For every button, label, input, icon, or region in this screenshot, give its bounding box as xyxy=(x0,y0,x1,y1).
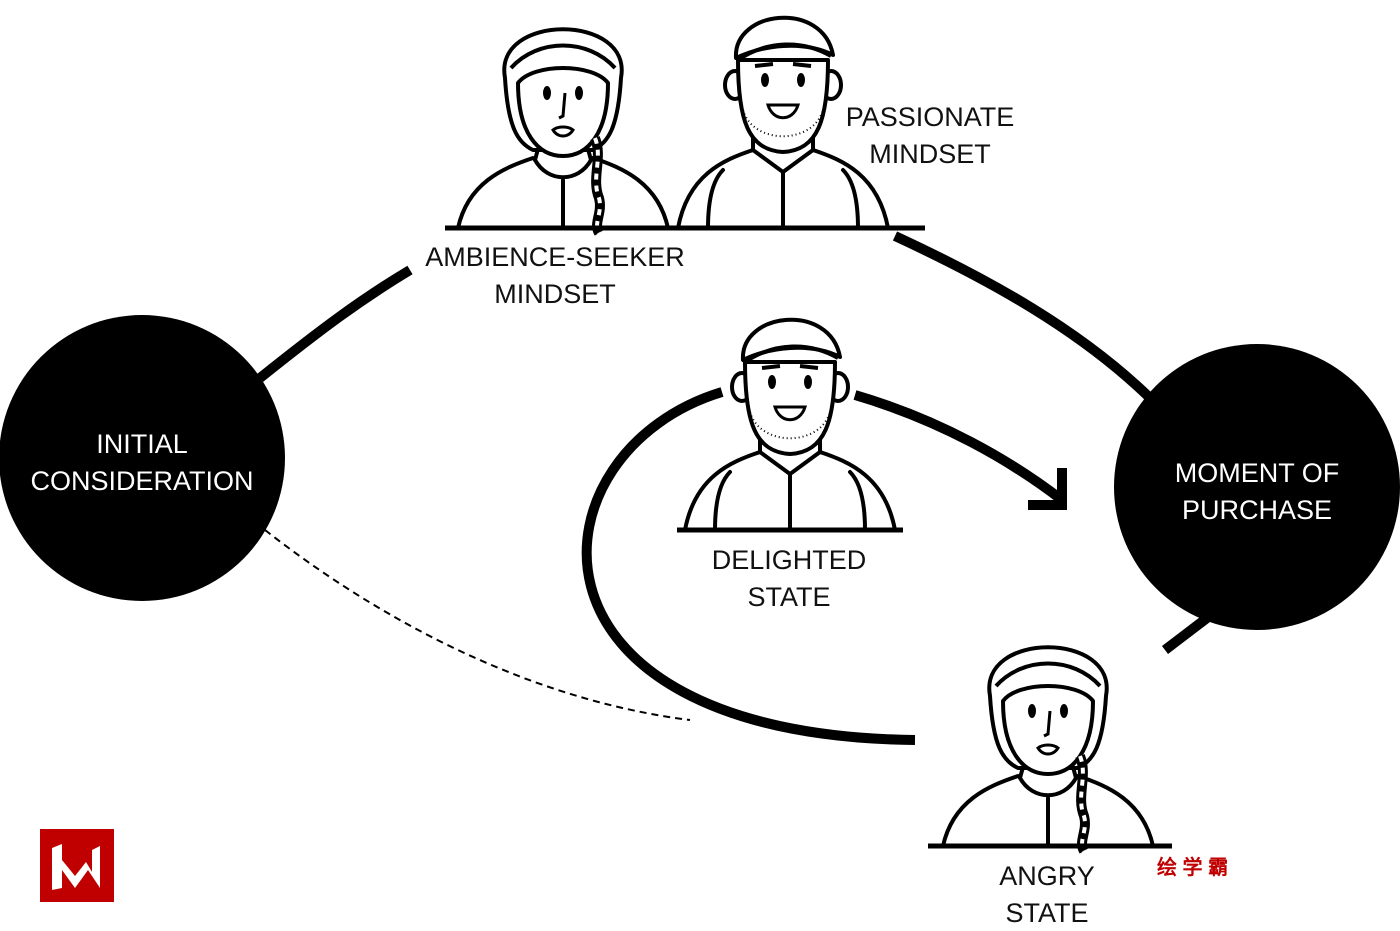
delighted-label: DELIGHTED xyxy=(712,545,867,575)
angry-label: ANGRY xyxy=(999,861,1095,891)
delighted-label: STATE xyxy=(747,582,830,612)
brand-logo-icon xyxy=(40,829,114,902)
connector-purchase-to-angry xyxy=(1161,614,1211,654)
node-label: MOMENT OF xyxy=(1175,458,1340,488)
ambience-seeker-woman-icon xyxy=(458,29,668,233)
connector-initial-to-ambience xyxy=(256,265,413,382)
ambience-label: MINDSET xyxy=(494,279,616,309)
delighted-man-icon xyxy=(683,317,897,532)
node-moment-of-purchase: MOMENT OF PURCHASE xyxy=(1114,344,1400,630)
arrow-delighted-to-purchase xyxy=(853,390,1066,504)
angry-woman-icon xyxy=(943,647,1153,851)
arrowhead-icon xyxy=(1028,468,1067,510)
ambience-label: AMBIENCE-SEEKER xyxy=(425,242,685,272)
passionate-label: MINDSET xyxy=(869,139,991,169)
node-label: CONSIDERATION xyxy=(30,466,253,496)
loop-angry-to-delighted xyxy=(581,387,916,745)
connector-passionate-to-purchase xyxy=(892,231,1154,402)
passionate-label: PASSIONATE xyxy=(846,102,1015,132)
node-label: PURCHASE xyxy=(1182,495,1332,525)
node-initial-consideration: INITIAL CONSIDERATION xyxy=(0,315,285,601)
watermark: 绘 学 霸 xyxy=(1157,855,1228,879)
angry-label: STATE xyxy=(1005,898,1088,928)
dashed-connector-initial-to-loop xyxy=(264,529,691,721)
node-label: INITIAL xyxy=(96,429,188,459)
